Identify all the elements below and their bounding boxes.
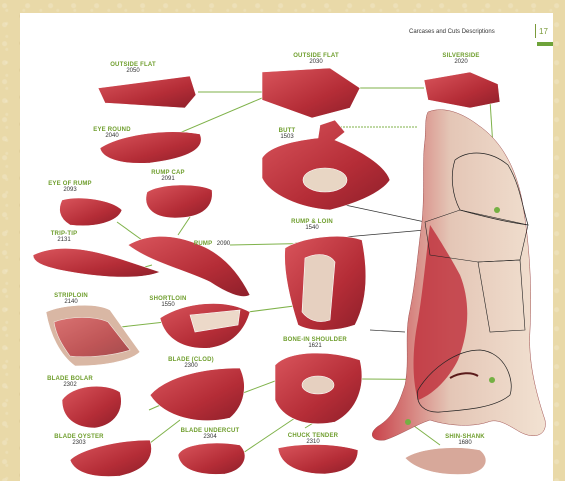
cut-blade-clod-2300	[150, 368, 244, 421]
cut-butt-fat	[303, 168, 347, 192]
label-code: 2300	[168, 363, 214, 369]
label-code: 2140	[54, 299, 88, 305]
header-separator	[535, 24, 536, 38]
label-outside-flat-2030: OUTSIDE FLAT 2030	[293, 53, 339, 66]
label-code: 2030	[293, 59, 339, 65]
label-outside-flat-2050: OUTSIDE FLAT 2050	[110, 62, 156, 75]
carcass-side	[372, 110, 545, 441]
label-code: 2020	[442, 59, 479, 65]
label-trip-tip-2131: TRIP-TIP 2131	[51, 231, 78, 244]
label-chuck-tender-2310: CHUCK TENDER 2310	[288, 433, 338, 446]
label-blade-bolar-2302: BLADE BOLAR 2302	[47, 376, 93, 389]
label-code: 2302	[47, 382, 93, 388]
marker-bone-in-shoulder	[489, 377, 495, 383]
marker-shin-shank	[405, 419, 411, 425]
label-rump-cap-2091: RUMP CAP 2091	[151, 170, 185, 183]
cut-blade-undercut-2304	[178, 443, 245, 474]
marker-silverside	[494, 207, 500, 213]
label-code: 2090	[217, 241, 230, 247]
cut-chuck-tender-2310	[278, 444, 358, 474]
cut-rump-loin-fat	[302, 255, 335, 322]
label-code: 1680	[445, 440, 485, 446]
header-accent-bar	[537, 42, 553, 46]
cut-shin-shank-1680	[405, 448, 486, 475]
label-bone-in-shoulder-1621: BONE-IN SHOULDER 1621	[283, 337, 347, 350]
label-code: 2304	[181, 434, 240, 440]
label-code: 2091	[151, 176, 185, 182]
label-code: 1503	[279, 134, 296, 140]
cut-eye-of-rump-2093	[60, 198, 122, 226]
cut-rump-cap-2091	[146, 185, 212, 218]
page-number: 17	[539, 27, 548, 36]
label-code: 1540	[291, 225, 333, 231]
label-eye-round-2040: EYE ROUND 2040	[93, 127, 130, 140]
label-rump-2090: RUMP 2090	[194, 233, 230, 250]
label-striploin-2140: STRIPLOIN 2140	[54, 293, 88, 306]
label-code: 2093	[48, 187, 92, 193]
cut-silverside-2020	[424, 72, 500, 108]
label-blade-undercut-2304: BLADE UNDERCUT 2304	[181, 428, 240, 441]
cut-outside-flat-2030	[262, 68, 360, 118]
label-blade-clod-2300: BLADE (CLOD) 2300	[168, 357, 214, 370]
label-silverside-2020: SILVERSIDE 2020	[442, 53, 479, 66]
label-code: 1621	[283, 343, 347, 349]
label-code: 1550	[149, 302, 186, 308]
label-code: 2303	[54, 440, 103, 446]
cut-outside-flat-2050	[98, 76, 196, 108]
cut-blade-bolar-2302	[62, 386, 121, 428]
label-butt-1503: BUTT 1503	[279, 128, 296, 141]
label-code: 2050	[110, 68, 156, 74]
label-shin-shank-1680: SHIN-SHANK 1680	[445, 434, 485, 447]
label-code: 2040	[93, 133, 130, 139]
label-code: 2131	[51, 237, 78, 243]
cut-shoulder-fat	[302, 376, 334, 394]
label-blade-oyster-2303: BLADE OYSTER 2303	[54, 434, 103, 447]
header-title: Carcases and Cuts Descriptions	[409, 29, 495, 35]
label-code: 2310	[288, 439, 338, 445]
label-rump-loin-1540: RUMP & LOIN 1540	[291, 219, 333, 232]
label-eye-of-rump-2093: EYE OF RUMP 2093	[48, 181, 92, 194]
label-name: RUMP	[194, 241, 212, 247]
label-shortloin-1550: SHORTLOIN 1550	[149, 296, 186, 309]
